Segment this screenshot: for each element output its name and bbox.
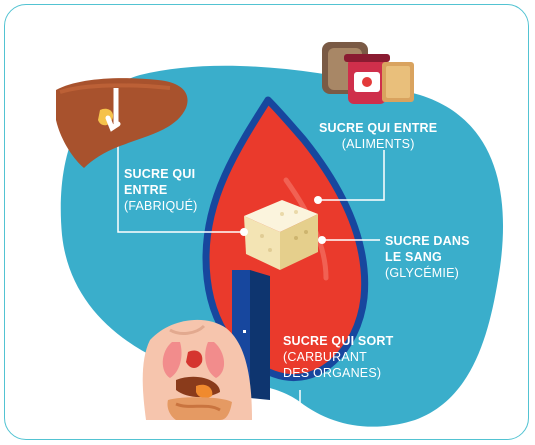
label-sucre-sort: SUCRE QUI SORT (CARBURANT DES ORGANES) xyxy=(283,333,393,381)
label-sucre-entre-fabrique: SUCRE QUI ENTRE (FABRIQUÉ) xyxy=(124,166,198,214)
label-sub: (ALIMENTS) xyxy=(319,136,437,152)
label-sucre-entre-aliments: SUCRE QUI ENTRE (ALIMENTS) xyxy=(319,120,437,152)
label-title-line2: LE SANG xyxy=(385,249,470,265)
label-title: SUCRE QUI SORT xyxy=(283,333,393,349)
label-title-line2: ENTRE xyxy=(124,182,198,198)
label-title-line1: SUCRE DANS xyxy=(385,233,470,249)
label-sub: (FABRIQUÉ) xyxy=(124,198,198,214)
label-sub-line2: DES ORGANES) xyxy=(283,365,393,381)
label-title-line1: SUCRE QUI xyxy=(124,166,198,182)
label-sub: (GLYCÉMIE) xyxy=(385,265,470,281)
label-title: SUCRE QUI ENTRE xyxy=(319,120,437,136)
label-sucre-sang: SUCRE DANS LE SANG (GLYCÉMIE) xyxy=(385,233,470,281)
label-sub-line1: (CARBURANT xyxy=(283,349,393,365)
